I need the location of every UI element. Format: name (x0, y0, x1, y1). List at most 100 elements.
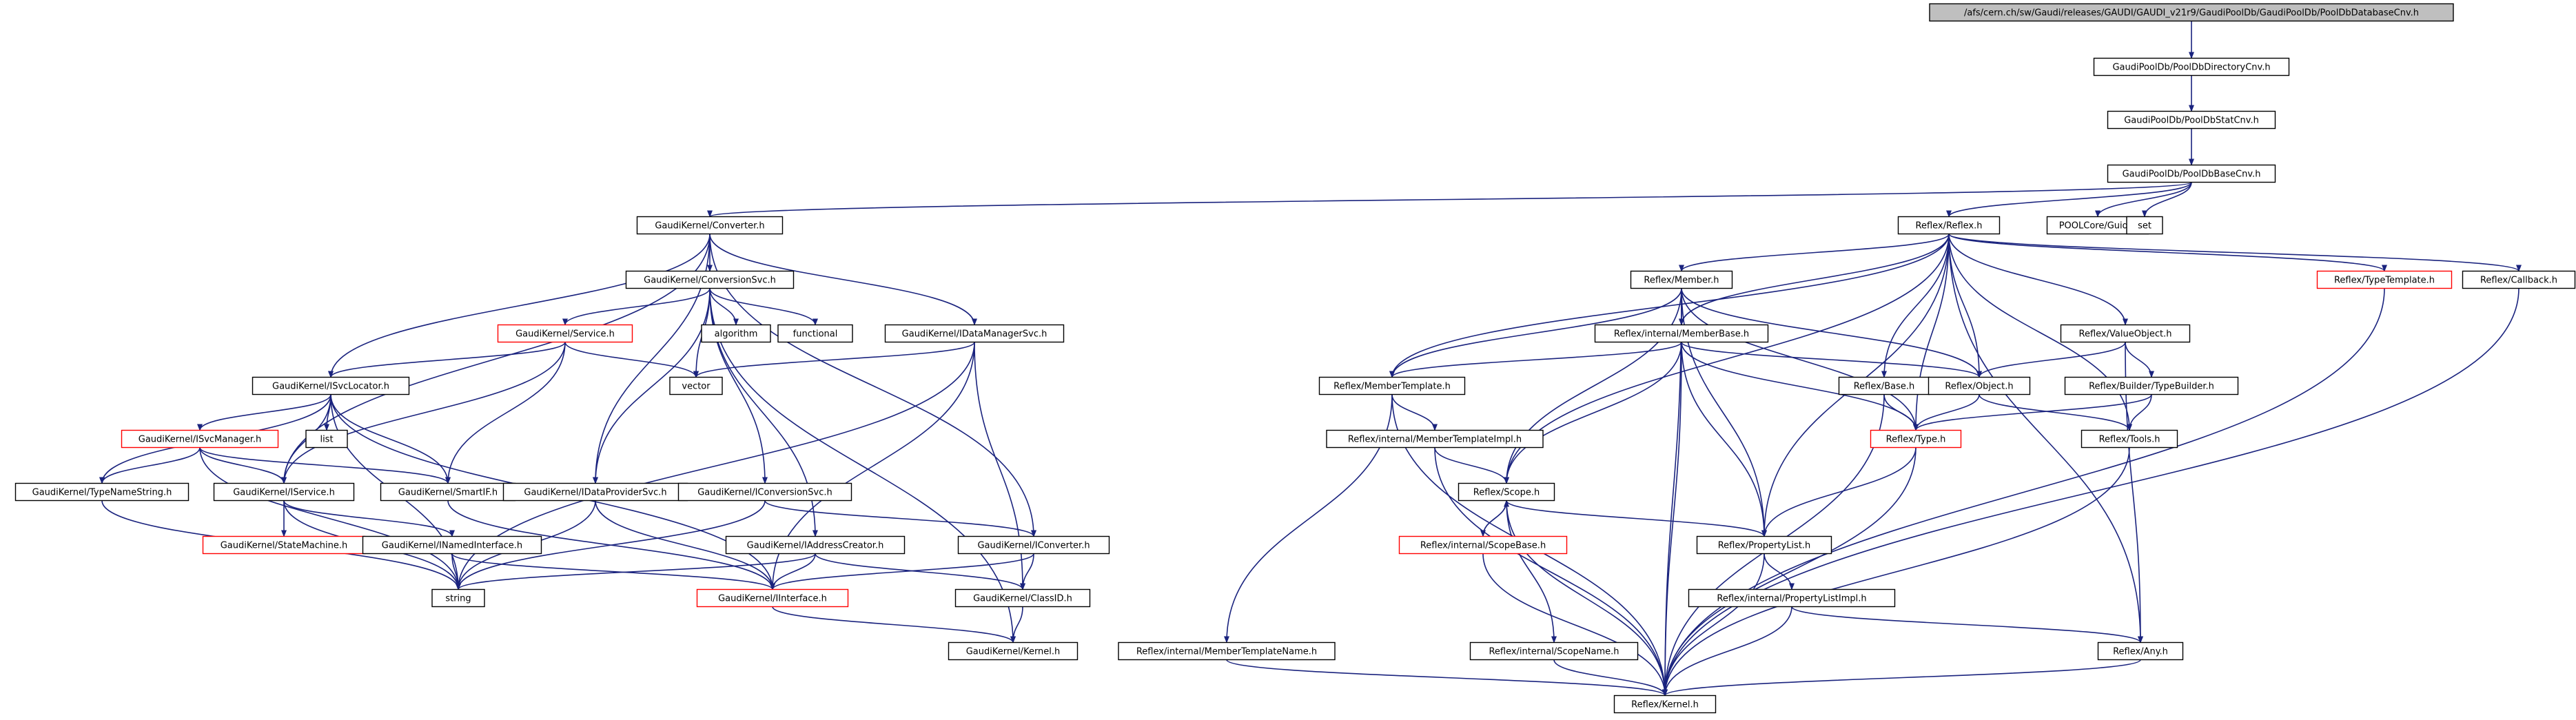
node-memtempl[interactable]: Reflex/MemberTemplate.h (1318, 376, 1466, 395)
node-box-rany[interactable] (2097, 641, 2184, 661)
node-box-rkernel[interactable] (1613, 695, 1717, 714)
node-box-memtemplimpl[interactable] (1326, 429, 1544, 449)
node-box-classid[interactable] (954, 588, 1091, 608)
node-algorithm[interactable]: algorithm (701, 324, 771, 343)
node-box-iaddr[interactable] (725, 535, 906, 555)
node-idatamgr[interactable]: GaudiKernel/IDataManagerSvc.h (884, 324, 1065, 343)
node-box-inamed[interactable] (362, 535, 542, 555)
node-isvcmgr[interactable]: GaudiKernel/ISvcManager.h (121, 429, 279, 449)
node-functional[interactable]: functional (777, 324, 853, 343)
node-membase[interactable]: Reflex/internal/MemberBase.h (1594, 324, 1769, 343)
node-convsvc[interactable]: GaudiKernel/ConversionSvc.h (625, 270, 795, 289)
node-reflex[interactable]: Reflex/Reflex.h (1897, 216, 2001, 235)
node-string[interactable]: string (431, 588, 485, 608)
node-list[interactable]: list (305, 429, 348, 449)
node-box-robject[interactable] (1928, 376, 2031, 395)
node-box-gkkernel[interactable] (948, 641, 1079, 661)
node-typetempl[interactable]: Reflex/TypeTemplate.h (2316, 270, 2453, 289)
node-box-algorithm[interactable] (701, 324, 771, 343)
node-box-member[interactable] (1630, 270, 1733, 289)
node-converter[interactable]: GaudiKernel/Converter.h (636, 216, 784, 235)
node-box-typename[interactable] (14, 482, 190, 502)
node-iaddr[interactable]: GaudiKernel/IAddressCreator.h (725, 535, 906, 555)
node-box-iconverter[interactable] (957, 535, 1110, 555)
node-box-dircnv[interactable] (2093, 57, 2290, 76)
node-inamed[interactable]: GaudiKernel/INamedInterface.h (362, 535, 542, 555)
node-box-valueobj[interactable] (2060, 324, 2191, 343)
node-box-memtemplname[interactable] (1118, 641, 1336, 661)
node-service[interactable]: GaudiKernel/Service.h (497, 324, 633, 343)
node-box-proplist[interactable] (1696, 535, 1832, 555)
node-rbase[interactable]: Reflex/Base.h (1838, 376, 1930, 395)
node-scopename[interactable]: Reflex/internal/ScopeName.h (1469, 641, 1639, 661)
node-callback[interactable]: Reflex/Callback.h (2462, 270, 2576, 289)
node-box-set[interactable] (2126, 216, 2163, 235)
node-iinterface[interactable]: GaudiKernel/IInterface.h (696, 588, 849, 608)
node-box-membase[interactable] (1594, 324, 1769, 343)
node-idataprov[interactable]: GaudiKernel/IDataProviderSvc.h (502, 482, 688, 502)
node-robject[interactable]: Reflex/Object.h (1928, 376, 2031, 395)
node-root[interactable]: /afs/cern.ch/sw/Gaudi/releases/GAUDI/GAU… (1929, 3, 2454, 22)
node-box-iservice[interactable] (213, 482, 355, 502)
node-box-smartif[interactable] (380, 482, 516, 502)
node-box-scopebase[interactable] (1398, 535, 1568, 555)
node-box-rtype[interactable] (1870, 429, 1962, 449)
node-box-service[interactable] (497, 324, 633, 343)
node-iservice[interactable]: GaudiKernel/IService.h (213, 482, 355, 502)
node-dircnv[interactable]: GaudiPoolDb/PoolDbDirectoryCnv.h (2093, 57, 2290, 76)
node-box-basecnv[interactable] (2107, 164, 2276, 183)
node-statemachine[interactable]: GaudiKernel/StateMachine.h (202, 535, 366, 555)
node-typename[interactable]: GaudiKernel/TypeNameString.h (14, 482, 190, 502)
node-box-memtempl[interactable] (1318, 376, 1466, 395)
node-box-root[interactable] (1929, 3, 2454, 22)
node-statcnv[interactable]: GaudiPoolDb/PoolDbStatCnv.h (2107, 110, 2276, 130)
node-box-scopename[interactable] (1469, 641, 1639, 661)
node-scope[interactable]: Reflex/Scope.h (1458, 482, 1555, 502)
node-box-isvcloc[interactable] (252, 376, 410, 395)
node-box-proplistimpl[interactable] (1688, 588, 1896, 608)
node-box-string[interactable] (431, 588, 485, 608)
node-rany[interactable]: Reflex/Any.h (2097, 641, 2184, 661)
node-box-reflex[interactable] (1897, 216, 2001, 235)
node-iconverter[interactable]: GaudiKernel/IConverter.h (957, 535, 1110, 555)
node-box-idataprov[interactable] (502, 482, 688, 502)
node-rkernel[interactable]: Reflex/Kernel.h (1613, 695, 1717, 714)
node-box-rbase[interactable] (1838, 376, 1930, 395)
node-label-iservice: GaudiKernel/IService.h (233, 488, 335, 498)
node-box-callback[interactable] (2462, 270, 2576, 289)
node-box-converter[interactable] (636, 216, 784, 235)
node-isvcloc[interactable]: GaudiKernel/ISvcLocator.h (252, 376, 410, 395)
node-box-typetempl[interactable] (2316, 270, 2453, 289)
node-box-list[interactable] (305, 429, 348, 449)
node-memtemplname[interactable]: Reflex/internal/MemberTemplateName.h (1118, 641, 1336, 661)
node-box-vector[interactable] (669, 376, 723, 395)
node-memtemplimpl[interactable]: Reflex/internal/MemberTemplateImpl.h (1326, 429, 1544, 449)
node-rtools[interactable]: Reflex/Tools.h (2081, 429, 2178, 449)
node-box-iinterface[interactable] (696, 588, 849, 608)
node-set[interactable]: set (2126, 216, 2163, 235)
node-vector[interactable]: vector (669, 376, 723, 395)
node-proplist[interactable]: Reflex/PropertyList.h (1696, 535, 1832, 555)
node-member[interactable]: Reflex/Member.h (1630, 270, 1733, 289)
node-proplistimpl[interactable]: Reflex/internal/PropertyListImpl.h (1688, 588, 1896, 608)
node-box-scope[interactable] (1458, 482, 1555, 502)
node-box-rtools[interactable] (2081, 429, 2178, 449)
node-classid[interactable]: GaudiKernel/ClassID.h (954, 588, 1091, 608)
node-scopebase[interactable]: Reflex/internal/ScopeBase.h (1398, 535, 1568, 555)
edge-scopebase-to-rkernel (1482, 553, 1668, 697)
node-iconvsvc[interactable]: GaudiKernel/IConversionSvc.h (677, 482, 852, 502)
node-box-statemachine[interactable] (202, 535, 366, 555)
node-box-typebuilder[interactable] (2064, 376, 2239, 395)
node-typebuilder[interactable]: Reflex/Builder/TypeBuilder.h (2064, 376, 2239, 395)
node-box-functional[interactable] (777, 324, 853, 343)
node-valueobj[interactable]: Reflex/ValueObject.h (2060, 324, 2191, 343)
node-rtype[interactable]: Reflex/Type.h (1870, 429, 1962, 449)
node-box-convsvc[interactable] (625, 270, 795, 289)
node-box-idatamgr[interactable] (884, 324, 1065, 343)
node-box-statcnv[interactable] (2107, 110, 2276, 130)
node-box-iconvsvc[interactable] (677, 482, 852, 502)
node-box-isvcmgr[interactable] (121, 429, 279, 449)
node-basecnv[interactable]: GaudiPoolDb/PoolDbBaseCnv.h (2107, 164, 2276, 183)
node-gkkernel[interactable]: GaudiKernel/Kernel.h (948, 641, 1079, 661)
node-smartif[interactable]: GaudiKernel/SmartIF.h (380, 482, 516, 502)
